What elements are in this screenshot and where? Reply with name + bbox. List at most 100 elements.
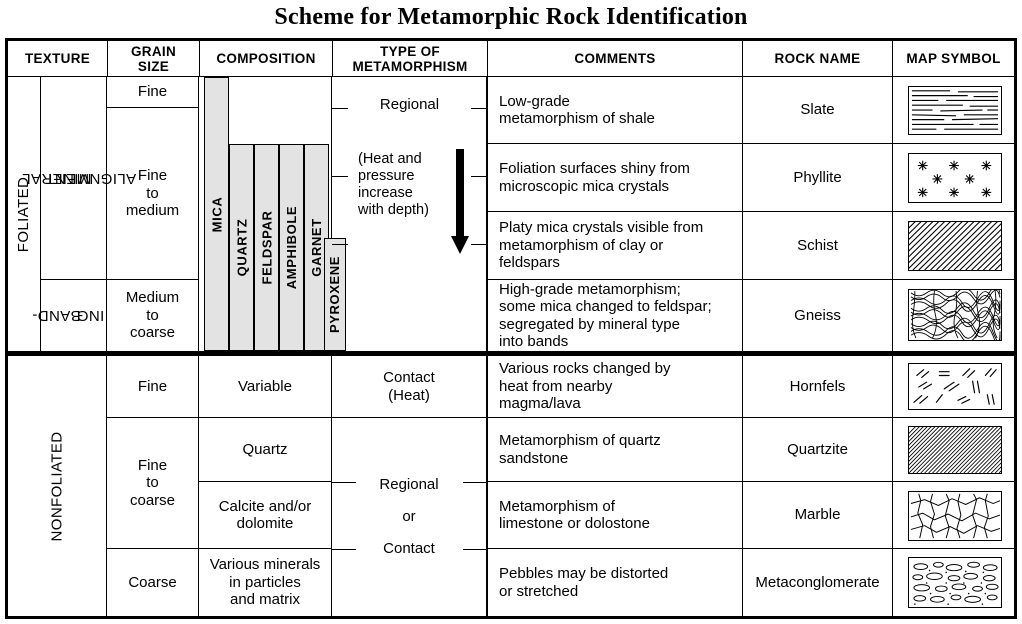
comments-schist-line3: feldspars <box>499 254 560 272</box>
depth-arrow-head <box>451 236 469 254</box>
comments-gneiss: High-grade metamorphism; some mica chang… <box>487 280 742 351</box>
map-symbol-cell-metaconglomerate <box>892 549 1014 616</box>
composition-various-line2: in particles <box>229 573 301 591</box>
metamorphism-roc-line2: or <box>402 508 416 525</box>
composition-calcite-dolomite: Calcite and/or dolomite <box>199 482 332 549</box>
metamorphism-nf-stub-2 <box>332 549 356 550</box>
grain-size-fine-to-medium-line1: Fine <box>137 167 168 185</box>
comments-hornfels-line3: magma/lava <box>499 395 581 413</box>
mineral-bar-amphibole: AMPHIBOLE <box>279 144 304 351</box>
note-line4: with depth) <box>358 202 429 218</box>
map-symbol-cell-slate <box>892 77 1014 144</box>
header-metamorphism-line1: TYPE OF <box>380 43 440 59</box>
header-rock-name: ROCK NAME <box>742 41 892 77</box>
map-symbol-cell-marble <box>892 482 1014 549</box>
note-line2: pressure <box>358 168 415 184</box>
header-metamorphism-line2: METAMORPHISM <box>352 58 468 74</box>
subtexture-mineral-alignment: MINERAL ALIGNMENT <box>22 77 136 280</box>
mineral-bar-feldspar: FELDSPAR <box>254 144 279 351</box>
grain-size-coarse: Coarse <box>107 549 199 616</box>
note-line1: (Heat and <box>358 151 422 167</box>
grain-size-fine-to-coarse-line1: Fine <box>137 456 168 474</box>
diagonal-hatching-symbol <box>908 221 1002 271</box>
composition-foliated-cell <box>199 77 332 351</box>
composition-variable: Variable <box>199 356 332 418</box>
wavy-bands-symbol <box>908 289 1002 341</box>
rock-name-gneiss: Gneiss <box>742 280 892 351</box>
map-symbol-cell-quartzite <box>892 418 1014 482</box>
comments-metaconglomerate-line1: Pebbles may be distorted <box>499 565 669 582</box>
header-grain-size: GRAIN SIZE <box>107 41 199 77</box>
note-line3: increase <box>358 185 413 201</box>
metamorphism-stub-1r <box>471 108 487 109</box>
header-grain-size-line1: GRAIN <box>131 43 176 59</box>
rock-name-schist: Schist <box>742 212 892 280</box>
composition-quartz: Quartz <box>199 418 332 482</box>
dense-diagonal-symbol <box>908 426 1002 474</box>
header-texture: TEXTURE <box>8 41 107 77</box>
composition-calcite-line2: dolomite <box>236 515 294 532</box>
metamorphism-regional-label: Regional <box>379 96 440 114</box>
comments-marble: Metamorphism of limestone or dolostone <box>487 482 742 549</box>
comments-phyllite: Foliation surfaces shiny from microscopi… <box>487 144 742 212</box>
grain-size-slate: Fine <box>107 77 199 108</box>
comments-hornfels-line1: Various rocks changed by <box>499 360 671 378</box>
metamorphism-heat-pressure-note: (Heat and pressure increase with depth) <box>358 151 463 229</box>
metamorphism-regional-or-contact: Regional or Contact <box>332 418 487 616</box>
comments-schist: Platy mica crystals visible from metamor… <box>487 212 742 280</box>
comments-phyllite-line1: Foliation surfaces shiny from <box>499 160 690 177</box>
comments-marble-line2: limestone or dolostone <box>499 515 650 532</box>
metamorphism-roc-line3: Contact <box>383 540 435 557</box>
rock-name-phyllite: Phyllite <box>742 144 892 212</box>
grain-size-fine-to-coarse-line3: coarse <box>129 491 176 509</box>
metamorphism-nf-stub-1r <box>463 482 487 483</box>
mineral-bar-mica: MICA <box>204 77 229 351</box>
header-map-symbol: MAP SYMBOL <box>892 41 1014 77</box>
pebbles-symbol <box>908 557 1002 608</box>
metamorphism-foliated-cell <box>332 77 487 351</box>
comments-phyllite-line2: microscopic mica crystals <box>499 177 670 195</box>
header-composition: COMPOSITION <box>199 41 332 77</box>
grain-size-medium-to-coarse-line3: coarse <box>129 324 176 342</box>
header-grain-size-line2: SIZE <box>137 58 170 74</box>
metamorphism-roc-line1: Regional <box>379 476 439 493</box>
comments-schist-line1: Platy mica crystals visible from <box>499 219 704 237</box>
grain-size-fine-to-coarse: Fine to coarse <box>107 418 199 549</box>
map-symbol-cell-phyllite <box>892 144 1014 212</box>
rock-name-hornfels: Hornfels <box>742 356 892 418</box>
depth-arrow-shaft <box>456 149 464 239</box>
mineral-bar-quartz: QUARTZ <box>229 144 254 351</box>
grain-size-fine-to-coarse-line2: to <box>146 474 159 492</box>
metamorphism-stub-3r <box>471 244 487 245</box>
metamorphism-contact-line1: Contact <box>383 369 435 386</box>
header-type-of-metamorphism: TYPE OF METAMORPHISM <box>332 41 487 77</box>
metamorphism-contact-line2: (Heat) <box>388 386 430 404</box>
comments-gneiss-line2: some mica changed to feldspar; <box>499 298 712 315</box>
comments-schist-line2: metamorphism of clay or <box>499 236 664 254</box>
map-symbol-cell-hornfels <box>892 356 1014 418</box>
mineral-bar-pyroxene: PYROXENE <box>324 238 346 351</box>
table-inner: TEXTURE GRAIN SIZE COMPOSITION TYPE OF M… <box>8 41 1014 616</box>
comments-hornfels: Various rocks changed by heat from nearb… <box>487 356 742 418</box>
comments-quartzite-line1: Metamorphism of quartz <box>499 432 661 449</box>
map-symbol-cell-schist <box>892 212 1014 280</box>
composition-various-minerals: Various minerals in particles and matrix <box>199 549 332 616</box>
composition-various-line1: Various minerals <box>209 556 321 574</box>
grain-size-medium-to-coarse: Medium to coarse <box>107 280 199 351</box>
comments-slate-line1: Low-grade <box>499 92 570 110</box>
grain-size-medium-to-coarse-line2: to <box>146 306 159 324</box>
asterisks-symbol <box>908 153 1002 203</box>
mosaic-polygons-symbol <box>908 491 1002 541</box>
page-title: Scheme for Metamorphic Rock Identificati… <box>274 4 748 30</box>
comments-marble-line1: Metamorphism of <box>499 497 615 515</box>
comments-slate: Low-grade metamorphism of shale <box>487 77 742 144</box>
rock-name-quartzite: Quartzite <box>742 418 892 482</box>
comments-metaconglomerate-line2: or stretched <box>499 582 579 600</box>
comments-gneiss-line1: High-grade metamorphism; <box>499 280 681 298</box>
rock-name-slate: Slate <box>742 77 892 144</box>
metamorphism-stub-2 <box>332 176 348 177</box>
scattered-dashes-symbol <box>908 363 1002 410</box>
subtexture-banding: BAND- ING <box>32 280 107 351</box>
rock-name-marble: Marble <box>742 482 892 549</box>
